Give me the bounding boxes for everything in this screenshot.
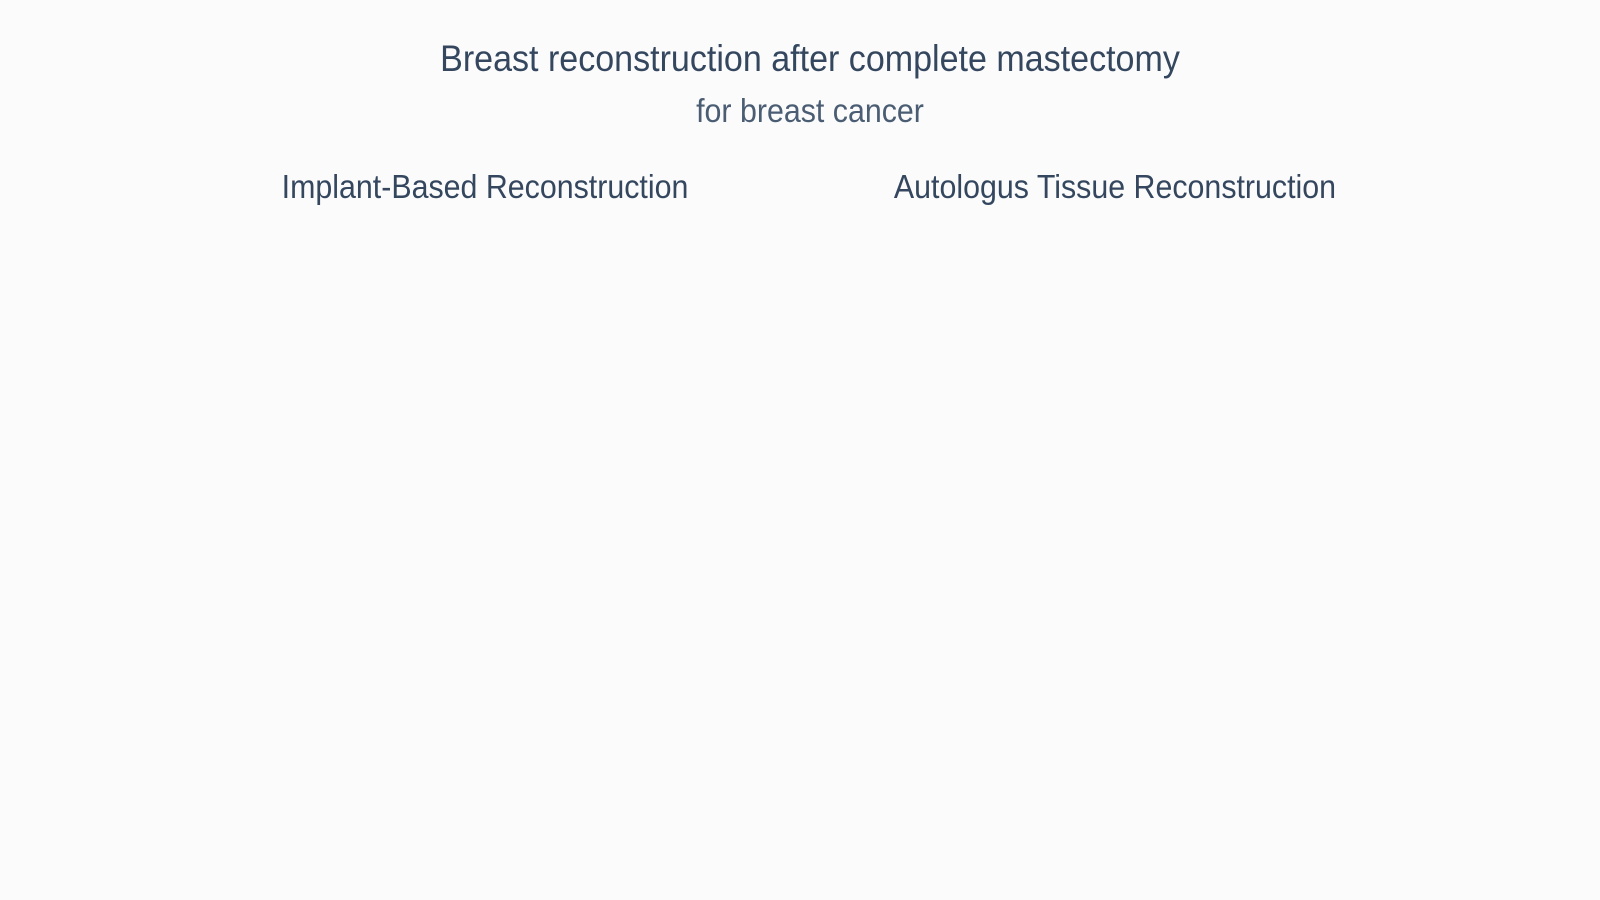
autologous-panel-heading: Autologus Tissue Reconstruction — [893, 168, 1337, 205]
fat-droplet-icon — [1270, 241, 1370, 345]
page-subtitle: for breast cancer — [696, 92, 924, 129]
tissue-flap — [889, 520, 1095, 686]
implant-in-pocket — [460, 515, 620, 705]
gloved-hands-with-instruments — [179, 358, 470, 632]
double-headed-arrow-icon — [1140, 318, 1285, 478]
left-torso — [398, 245, 780, 900]
implant-panel-heading: Implant-Based Reconstruction — [281, 168, 689, 205]
page-title: Breast reconstruction after complete mas… — [440, 38, 1180, 79]
abdominal-donor-site — [804, 738, 1094, 865]
breast-implant-icon — [229, 240, 405, 344]
right-torso — [800, 240, 1230, 900]
medication-bottle-icon — [525, 235, 685, 345]
muscle-icon — [1112, 243, 1295, 347]
